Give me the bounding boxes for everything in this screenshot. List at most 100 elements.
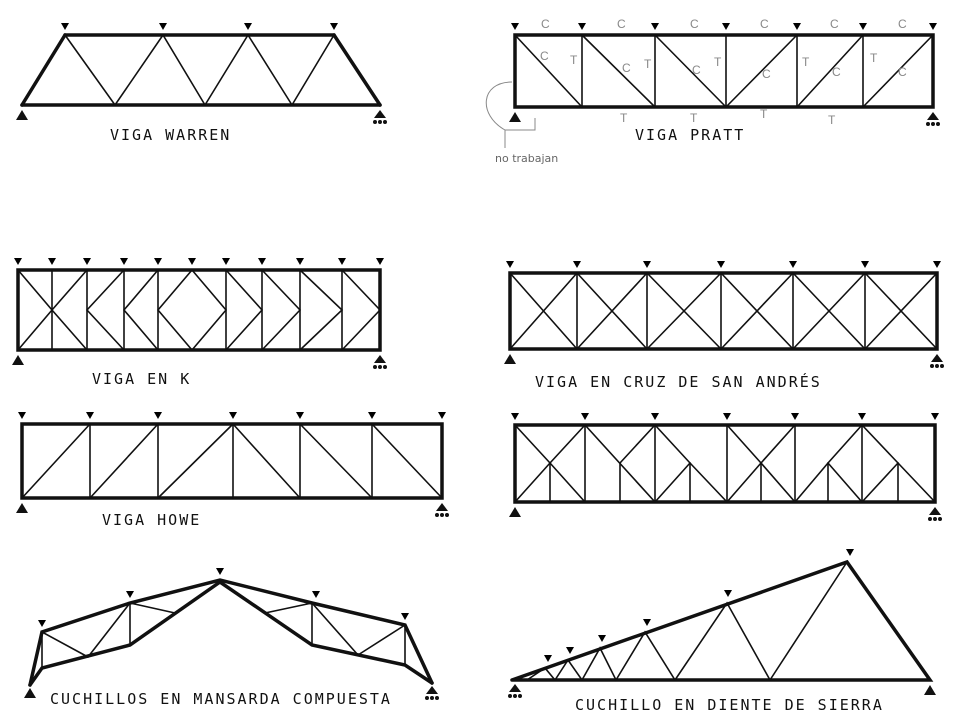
compression-mark: C	[540, 49, 549, 63]
pin-support	[509, 112, 521, 122]
load-arrow	[188, 249, 196, 265]
compression-mark: C	[830, 17, 839, 31]
compression-mark: C	[832, 65, 841, 79]
load-arrow	[933, 252, 941, 268]
load-arrow	[159, 14, 167, 30]
load-arrow	[48, 249, 56, 265]
tension-mark: T	[644, 57, 652, 71]
tension-mark: T	[714, 55, 722, 69]
mansarda-caption: CUCHILLOS EN MANSARDA COMPUESTA	[50, 690, 392, 708]
compression-mark: C	[898, 17, 907, 31]
tension-mark: T	[760, 107, 768, 121]
load-arrow	[229, 403, 237, 419]
load-arrow	[717, 252, 725, 268]
load-arrow	[438, 403, 446, 419]
load-arrow	[296, 249, 304, 265]
load-arrow	[651, 404, 659, 420]
load-arrow	[258, 249, 266, 265]
load-arrow	[154, 403, 162, 419]
tension-mark: T	[828, 113, 836, 127]
pin-support	[12, 355, 24, 365]
roller-support	[508, 684, 522, 698]
load-arrow	[929, 14, 937, 30]
compression-mark: C	[622, 61, 631, 75]
compression-mark: C	[692, 63, 701, 77]
pin-support	[16, 110, 28, 120]
mansard-roof-truss: CUCHILLOS EN MANSARDA COMPUESTA	[24, 559, 439, 708]
load-arrow	[222, 249, 230, 265]
load-arrow	[83, 249, 91, 265]
roller-support	[928, 507, 942, 521]
roller-support	[930, 354, 944, 368]
pratt-truss: C C C C C C C T C T C T C T C T C T T T …	[485, 14, 940, 165]
subdivided-pratt-truss	[509, 404, 942, 521]
load-arrow	[722, 14, 730, 30]
load-arrow	[789, 252, 797, 268]
load-arrow	[296, 403, 304, 419]
load-arrow	[643, 252, 651, 268]
load-arrow	[216, 559, 224, 575]
load-arrow	[120, 249, 128, 265]
load-arrow	[38, 611, 46, 627]
load-arrow	[126, 582, 134, 598]
load-arrow	[861, 252, 869, 268]
load-arrow	[506, 252, 514, 268]
load-arrow	[330, 14, 338, 30]
tension-mark: T	[570, 53, 578, 67]
load-arrow	[651, 14, 659, 30]
load-arrow	[86, 403, 94, 419]
load-arrow	[598, 626, 606, 642]
load-arrow	[578, 14, 586, 30]
howe-caption: VIGA HOWE	[102, 511, 201, 529]
warren-truss: VIGA WARREN	[16, 14, 387, 144]
tension-mark: T	[620, 111, 628, 125]
pin-support	[924, 685, 936, 695]
load-arrow	[791, 404, 799, 420]
pin-support	[509, 507, 521, 517]
pin-support	[16, 503, 28, 513]
tension-mark: T	[690, 111, 698, 125]
load-arrow	[859, 14, 867, 30]
k-truss: VIGA EN K	[12, 249, 387, 388]
pin-support	[504, 354, 516, 364]
load-arrow	[154, 249, 162, 265]
load-arrow	[376, 249, 384, 265]
san-andres-cross-truss: VIGA EN CRUZ DE SAN ANDRÉS	[504, 252, 944, 391]
load-arrow	[858, 404, 866, 420]
load-arrow	[581, 404, 589, 420]
compression-mark: C	[760, 17, 769, 31]
load-arrow	[846, 540, 854, 556]
load-arrow	[793, 14, 801, 30]
roller-support	[373, 110, 387, 124]
load-arrow	[544, 646, 552, 662]
roller-support	[435, 503, 449, 517]
load-arrow	[338, 249, 346, 265]
load-arrow	[312, 582, 320, 598]
load-arrow	[573, 252, 581, 268]
roller-support	[926, 112, 940, 126]
san-andres-caption: VIGA EN CRUZ DE SAN ANDRÉS	[535, 372, 822, 391]
compression-mark: C	[617, 17, 626, 31]
compression-mark: C	[898, 65, 907, 79]
sawtooth-roof-truss: CUCHILLO EN DIENTE DE SIERRA	[508, 540, 936, 714]
load-arrow	[511, 404, 519, 420]
load-arrow	[14, 249, 22, 265]
roller-support	[425, 686, 439, 700]
load-arrow	[724, 581, 732, 597]
load-arrow	[931, 404, 939, 420]
load-arrow	[511, 14, 519, 30]
compression-mark: C	[762, 67, 771, 81]
howe-truss: VIGA HOWE	[16, 403, 449, 529]
compression-mark: C	[541, 17, 550, 31]
tension-mark: T	[870, 51, 878, 65]
pratt-caption: VIGA PRATT	[635, 126, 745, 144]
load-arrow	[244, 14, 252, 30]
pratt-note: no trabajan	[495, 152, 558, 165]
k-caption: VIGA EN K	[92, 370, 191, 388]
load-arrow	[61, 14, 69, 30]
load-arrow	[401, 604, 409, 620]
tension-mark: T	[802, 55, 810, 69]
load-arrow	[723, 404, 731, 420]
roller-support	[373, 355, 387, 369]
